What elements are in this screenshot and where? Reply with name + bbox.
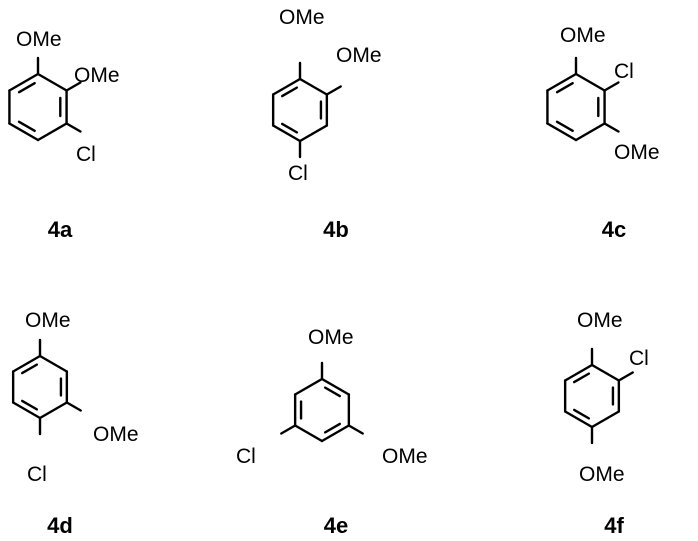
ring-bond [271,77,302,96]
double-bond-inner [323,386,341,398]
substituent-4d-0: OMe [25,309,71,332]
double-bond-inner [555,120,574,133]
substituent-bond [280,424,297,435]
benzene-ring [563,347,634,445]
ring-bond [38,354,69,373]
substituent-bond [65,81,82,92]
double-bond-inner [281,122,299,134]
double-bond-inner [17,81,36,94]
compound-label-4b: 4b [323,217,349,242]
benzene-ring [546,56,620,142]
compound-4e: OMe OMe Cl 4e [236,326,428,538]
ring-bond [38,401,69,420]
compound-label-4c: 4c [602,217,626,242]
ring-bond [563,363,594,382]
substituent-bond [347,424,364,435]
ring-bond [320,424,351,443]
substituent-4c-1: Cl [614,60,634,83]
ring-bond [8,72,40,92]
double-bond-inner [21,399,39,411]
ring-bond [271,124,302,143]
double-bond-inner [17,120,36,133]
ring-bond [11,354,42,373]
substituent-4e-0: OMe [308,326,354,349]
ring-bond [11,401,42,420]
substituent-4a-2: Cl [76,143,96,166]
compound-4f: OMe Cl OMe 4f [563,309,649,538]
substituent-bond [617,371,634,382]
substituent-4c-2: OMe [614,141,660,164]
ring-bond [36,122,68,142]
substituent-4f-2: OMe [579,463,625,486]
compound-4d: OMe OMe Cl 4d [11,309,139,538]
ring-bond [546,122,578,142]
ring-bond [320,377,351,396]
substituent-4e-1: OMe [382,445,428,468]
ring-bond [590,410,621,429]
ring-bond [293,424,324,443]
substituent-4f-0: OMe [577,309,623,332]
substituent-4c-0: OMe [560,24,606,47]
ring-bond [574,122,606,142]
compound-label-4e: 4e [324,513,348,538]
substituent-4a-1: OMe [74,64,120,87]
compound-4a: OMe OMe Cl 4a [8,28,120,242]
substituent-4d-2: Cl [27,463,47,486]
ring-bond [8,122,40,142]
double-bond-inner [573,408,591,420]
double-bond-inner [555,81,574,94]
double-bond-inner [573,372,591,384]
ring-bond [546,72,578,92]
double-bond-inner [281,86,299,98]
substituent-4e-2: Cl [236,445,256,468]
substituent-4b-2: Cl [288,162,308,185]
substituent-bond [603,81,620,92]
ring-bond [36,72,68,92]
compound-label-4d: 4d [47,513,73,538]
benzene-ring [8,56,82,142]
ring-bond [574,72,606,92]
ring-bond [298,124,329,143]
double-bond-inner [21,363,39,375]
benzene-ring [271,61,342,159]
substituent-4b-1: OMe [336,44,382,67]
substituent-bond [65,401,82,412]
ring-bond [298,77,329,96]
substituent-bond [325,85,342,96]
double-bond-inner [323,422,341,434]
substituent-4a-0: OMe [16,28,62,51]
substituent-4f-1: Cl [629,347,649,370]
compound-4b: OMe OMe Cl 4b [271,6,382,242]
compound-label-4f: 4f [604,513,624,538]
substituent-bond [65,122,82,133]
compound-label-4a: 4a [48,217,73,242]
benzene-ring [280,361,364,443]
substituent-bond [603,122,620,133]
substituent-4d-1: OMe [93,423,139,446]
ring-bond [563,410,594,429]
benzene-ring [11,338,82,436]
compound-4c: OMe Cl OMe 4c [546,24,660,242]
ring-bond [590,363,621,382]
substituent-4b-0: OMe [279,6,325,29]
ring-bond [293,377,324,396]
